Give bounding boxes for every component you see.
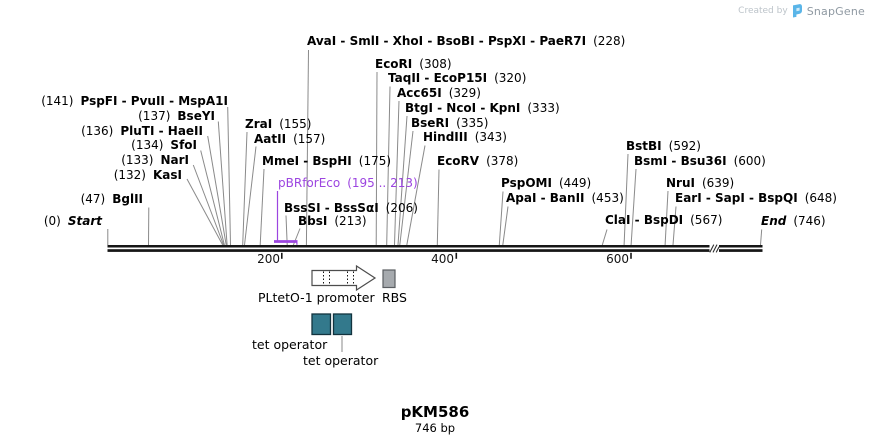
- site-connector: [601, 229, 608, 246]
- site-connector: [630, 168, 637, 246]
- site-connector: [436, 169, 440, 246]
- primer-label-pbrforeco[interactable]: pBRforEco(195 .. 213): [278, 176, 418, 190]
- watermark-created-by: Created by: [738, 6, 788, 16]
- site-connector-lines: [107, 49, 763, 246]
- site-label-mmei-bsphi[interactable]: MmeI - BspHI(175): [262, 154, 392, 168]
- site-label-pspfi-pvuii-mspa1i[interactable]: (141)PspFI - PvuII - MspA1I: [41, 94, 228, 108]
- tet-operator-box-1[interactable]: [311, 313, 332, 336]
- axis-ticks: [280, 252, 632, 259]
- site-connector: [399, 130, 414, 246]
- site-label-apai-banii[interactable]: ApaI - BanII(453): [506, 191, 624, 205]
- site-label-sfoi[interactable]: (134)SfoI: [131, 138, 197, 152]
- site-label-bstbi[interactable]: BstBI(592): [626, 138, 701, 153]
- site-connector: [192, 164, 225, 246]
- site-connector: [502, 206, 509, 246]
- axis-tick-label-200: 200: [257, 252, 280, 266]
- site-label-bsmi-bsu36i[interactable]: BsmI - Bsu36I(600): [634, 154, 766, 168]
- site-label-bglii[interactable]: (47)BglII: [80, 192, 143, 206]
- site-label-hindiii[interactable]: HindIII(343): [423, 130, 507, 144]
- site-label-nari[interactable]: (133)NarI: [121, 153, 189, 167]
- site-label-pspomi[interactable]: PspOMI(449): [501, 176, 592, 190]
- site-label-start[interactable]: (0)Start: [43, 214, 102, 228]
- site-connector: [186, 178, 224, 246]
- site-label-clai-bspdi[interactable]: ClaI - BspDI(567): [605, 213, 723, 227]
- site-connector: [375, 71, 378, 246]
- feature-label-pltet-promoter[interactable]: PLtetO-1 promoter: [258, 289, 375, 305]
- site-connector: [394, 100, 400, 246]
- site-connector: [623, 153, 629, 246]
- site-label-aatii[interactable]: AatII(157): [254, 131, 326, 146]
- watermark: Created by SnapGene: [738, 4, 865, 18]
- site-connector: [207, 135, 227, 246]
- feature-label-rbs[interactable]: RBS: [382, 289, 407, 305]
- site-label-bseyi[interactable]: (137)BseYI: [138, 109, 215, 123]
- feature-shapes: [311, 264, 396, 352]
- site-label-acc65i[interactable]: Acc65I(329): [397, 85, 481, 100]
- site-label-bsssi[interactable]: BssSI - BssSαI(206): [284, 200, 418, 215]
- site-label-eari-sapi-bspqi[interactable]: EarI - SapI - BspQI(648): [675, 191, 837, 205]
- site-connector: [217, 121, 228, 246]
- site-label-kasi[interactable]: (132)KasI: [113, 167, 182, 182]
- site-connector: [305, 49, 309, 246]
- site-connector: [285, 215, 288, 246]
- site-connector: [760, 229, 763, 246]
- map-length: 746 bp: [414, 421, 456, 435]
- feature-label-tet-operator-2[interactable]: tet operator: [303, 353, 379, 368]
- feature-label-tet-operator-1[interactable]: tet operator: [252, 336, 328, 352]
- site-label-nrui[interactable]: NruI(639): [666, 175, 735, 190]
- map-title: pKM586: [400, 403, 470, 421]
- backbone-break-hatch: [709, 244, 719, 253]
- primer-bracket[interactable]: [274, 191, 298, 245]
- site-label-end[interactable]: End(746): [761, 213, 826, 228]
- site-label-pluti-haeii[interactable]: (136)PluTI - HaeII: [81, 123, 203, 138]
- site-connector: [397, 115, 408, 246]
- snapgene-logo-icon: [792, 4, 802, 18]
- site-connector: [672, 206, 677, 246]
- promoter-arrow[interactable]: [311, 264, 377, 292]
- site-connector: [227, 106, 231, 246]
- site-connector: [386, 86, 391, 246]
- site-label-taqii-ecop15i[interactable]: TaqII - EcoP15I(320): [388, 71, 527, 85]
- site-connector: [498, 191, 504, 246]
- axis-tick-label-600: 600: [606, 252, 629, 266]
- axis-tick-label-400: 400: [431, 252, 454, 266]
- site-label-bbsi[interactable]: BbsI(213): [298, 213, 367, 228]
- site-connector: [664, 190, 669, 246]
- map-backbone: [107, 244, 763, 259]
- tet-operator-box-2[interactable]: [332, 313, 353, 336]
- site-label-btgi-ncoi-kpni[interactable]: BtgI - NcoI - KpnI(333): [405, 100, 560, 115]
- watermark-brand: SnapGene: [806, 4, 865, 18]
- site-connector: [200, 150, 225, 246]
- site-connector: [406, 145, 426, 246]
- site-connector: [244, 146, 257, 246]
- site-label-bseri[interactable]: BseRI(335): [411, 115, 489, 130]
- site-label-ecori[interactable]: EcoRI(308): [375, 56, 452, 71]
- site-label-avai-group[interactable]: AvaI - SmlI - XhoI - BsoBI - PspXI - Pae…: [307, 34, 626, 48]
- promoter-dotted-marks: [323, 271, 354, 285]
- site-connector: [242, 131, 248, 246]
- site-label-ecorv[interactable]: EcoRV(378): [437, 154, 519, 168]
- rbs-box[interactable]: [382, 269, 396, 289]
- site-label-zrai[interactable]: ZraI(155): [245, 117, 312, 131]
- site-connector: [259, 168, 265, 246]
